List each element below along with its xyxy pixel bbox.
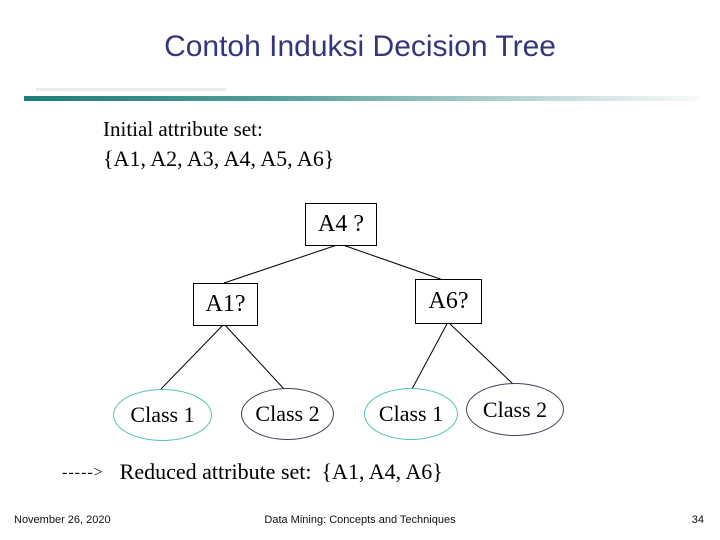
- initial-attribute-label: Initial attribute set:: [103, 117, 263, 141]
- tree-edge: [223, 243, 341, 284]
- reduced-attribute-set: {A1, A4, A6}: [321, 459, 443, 484]
- tree-leaf-class1-left: Class 1: [113, 389, 212, 441]
- footer-date: November 26, 2020: [14, 514, 111, 526]
- tree-node-a6-label: A6?: [428, 288, 469, 314]
- tree-leaf-class2-left: Class 2: [241, 388, 334, 440]
- tree-edge: [160, 323, 225, 390]
- tree-edge: [339, 243, 444, 281]
- initial-attribute-block: Initial attribute set: {A1, A2, A3, A4, …: [103, 115, 334, 173]
- slide-footer: November 26, 2020 Data Mining: Concepts …: [0, 512, 720, 532]
- tree-leaf-class1-right: Class 1: [364, 388, 458, 440]
- tree-edge: [223, 323, 285, 390]
- tree-leaf-label: Class 1: [378, 401, 444, 426]
- tree-leaf-label: Class 2: [255, 401, 320, 426]
- tree-leaf-class2-right: Class 2: [466, 383, 564, 436]
- tree-node-root: A4 ?: [305, 203, 377, 246]
- tree-node-a1-label: A1?: [205, 291, 246, 317]
- footer-page-number: 34: [691, 514, 704, 526]
- reduced-attribute-label: Reduced attribute set:: [119, 459, 312, 484]
- accent-divider-bar: [24, 96, 700, 101]
- tree-node-root-label: A4 ?: [318, 211, 364, 237]
- footer-title: Data Mining: Concepts and Techniques: [264, 514, 456, 526]
- tree-node-a6: A6?: [415, 279, 482, 324]
- tree-edge: [411, 321, 449, 390]
- tree-edge: [447, 321, 514, 385]
- decorative-faint-bar: [36, 88, 226, 91]
- slide-title: Contoh Induksi Decision Tree: [164, 30, 556, 63]
- reduced-attribute-line: -----> Reduced attribute set: {A1, A4, A…: [62, 459, 443, 485]
- tree-leaf-label: Class 2: [482, 396, 548, 422]
- tree-node-a1: A1?: [193, 283, 258, 326]
- dashed-arrow-icon: ----->: [62, 464, 104, 481]
- tree-leaf-label: Class 1: [130, 402, 195, 427]
- initial-attribute-set: {A1, A2, A3, A4, A5, A6}: [103, 146, 335, 171]
